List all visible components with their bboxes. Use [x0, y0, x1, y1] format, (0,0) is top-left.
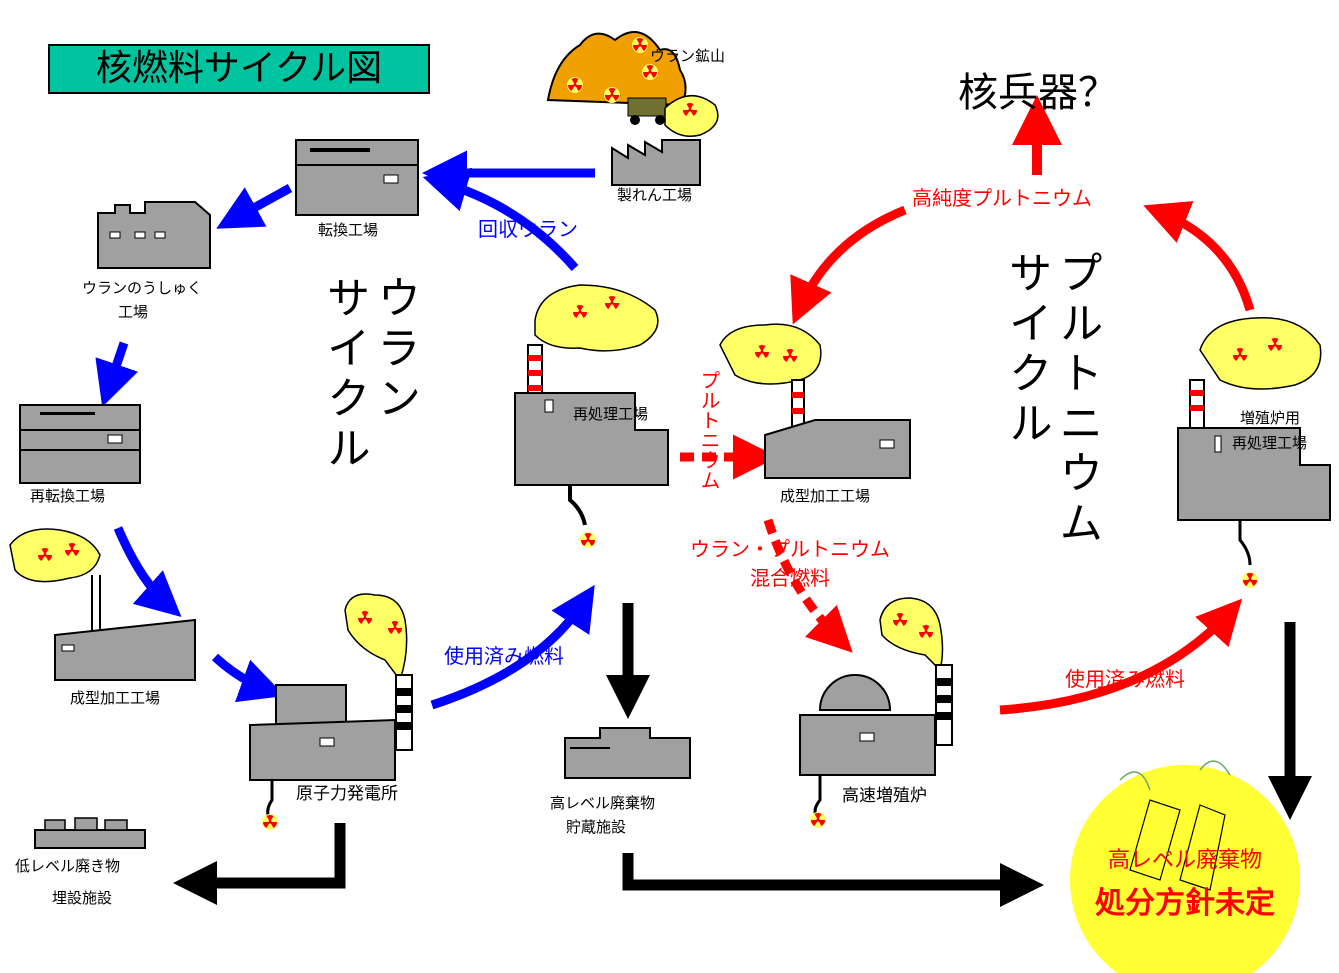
reconversion-building — [19, 404, 141, 484]
refinery-label: 製れん工場 — [617, 186, 693, 204]
reconversion-label: 再転換工場 — [30, 487, 106, 505]
breeder-to-high-purity-arrow — [1143, 201, 1255, 312]
hlw-disposal-circle — [1070, 760, 1300, 973]
breeder-reprocessing-label-2: 再処理工場 — [1232, 434, 1308, 452]
spent-fuel-to-reprocessing-arrow — [430, 584, 595, 710]
page-title: 核燃料サイクル図 — [95, 48, 383, 89]
fbr-label: 高速増殖炉 — [842, 786, 927, 806]
power-plant-label: 原子力発電所 — [296, 784, 398, 804]
high-purity-pu-label: 高純度プルトニウム — [912, 186, 1092, 210]
enrichment-label-2: 工場 — [118, 303, 149, 321]
plutonium-flow-label: プルトニウム — [697, 370, 721, 490]
fbr-building — [799, 597, 953, 828]
fabrication-to-fbr-arrow — [763, 518, 853, 653]
recovered-uranium-arrow — [422, 167, 579, 271]
fabrication-right-label: 成型加工工場 — [780, 487, 871, 505]
fabrication-left-label: 成型加工工場 — [70, 689, 161, 707]
conversion-label: 転換工場 — [318, 221, 379, 239]
hlw-disposal-text: 高レベル廃棄物 処分方針未定 — [1085, 842, 1285, 922]
llw-label-2: 埋設施設 — [52, 889, 113, 907]
uranium-cycle-label: ウラン サイクル — [318, 275, 421, 475]
conversion-building — [295, 139, 419, 216]
fbr-to-breeder-reprocessing-arrow — [999, 598, 1243, 715]
storage-to-disposal-arrow — [622, 853, 1044, 907]
fabrication-left-building — [9, 528, 196, 681]
hlw-storage-building — [564, 727, 691, 779]
hlw-storage-label-1: 高レベル廃棄物 — [550, 794, 656, 812]
mox-label-1: ウラン・プルトニウム — [690, 537, 890, 561]
uranium-flow-arrows — [95, 150, 595, 710]
hlw-disposal-label-2: 処分方針未定 — [1095, 886, 1275, 921]
nuclear-weapons-label: 核兵器？ — [958, 70, 1118, 116]
spent-fuel-red-label: 使用済み燃料 — [1065, 667, 1185, 691]
fabrication-to-plant-arrow — [211, 653, 285, 703]
conversion-to-enrichment-arrow — [216, 184, 293, 229]
enrichment-label-1: ウランのうしゅく — [82, 279, 203, 297]
high-purity-to-fabrication-arrow — [790, 205, 907, 325]
waste-flow-arrows — [173, 603, 1312, 907]
reconversion-to-fabrication-arrow — [113, 526, 182, 617]
hlw-disposal-label-1: 高レベル廃棄物 — [1107, 848, 1262, 873]
fabrication-right-building — [719, 323, 911, 479]
plutonium-flow-arrows — [680, 95, 1255, 715]
refinery-building — [611, 95, 719, 186]
plant-to-llw-arrow — [173, 823, 346, 905]
hlw-storage-label-2: 貯蔵施設 — [566, 818, 627, 836]
recovered-uranium-label: 回収ウラン — [478, 217, 578, 241]
reprocessing-building — [514, 284, 669, 548]
breeder-reprocessing-building — [1177, 316, 1331, 588]
enrichment-to-reconversion-arrow — [95, 341, 139, 408]
mox-label-2: 混合燃料 — [750, 566, 830, 590]
breeder-reprocessing-label-1: 増殖炉用 — [1240, 409, 1301, 427]
llw-label-1: 低レベル廃き物 — [15, 857, 121, 875]
spent-fuel-blue-label: 使用済み燃料 — [444, 644, 564, 668]
plutonium-cycle-label: プルトニウム サイクル — [1000, 250, 1103, 550]
reprocessing-label: 再処理工場 — [573, 405, 649, 423]
uranium-mine — [546, 31, 687, 125]
title-box: 核燃料サイクル図 — [48, 44, 430, 94]
llw-facility-building — [34, 817, 146, 849]
mine-label: ウラン鉱山 — [650, 47, 726, 65]
enrichment-building — [97, 201, 211, 269]
power-plant-building — [249, 593, 413, 830]
